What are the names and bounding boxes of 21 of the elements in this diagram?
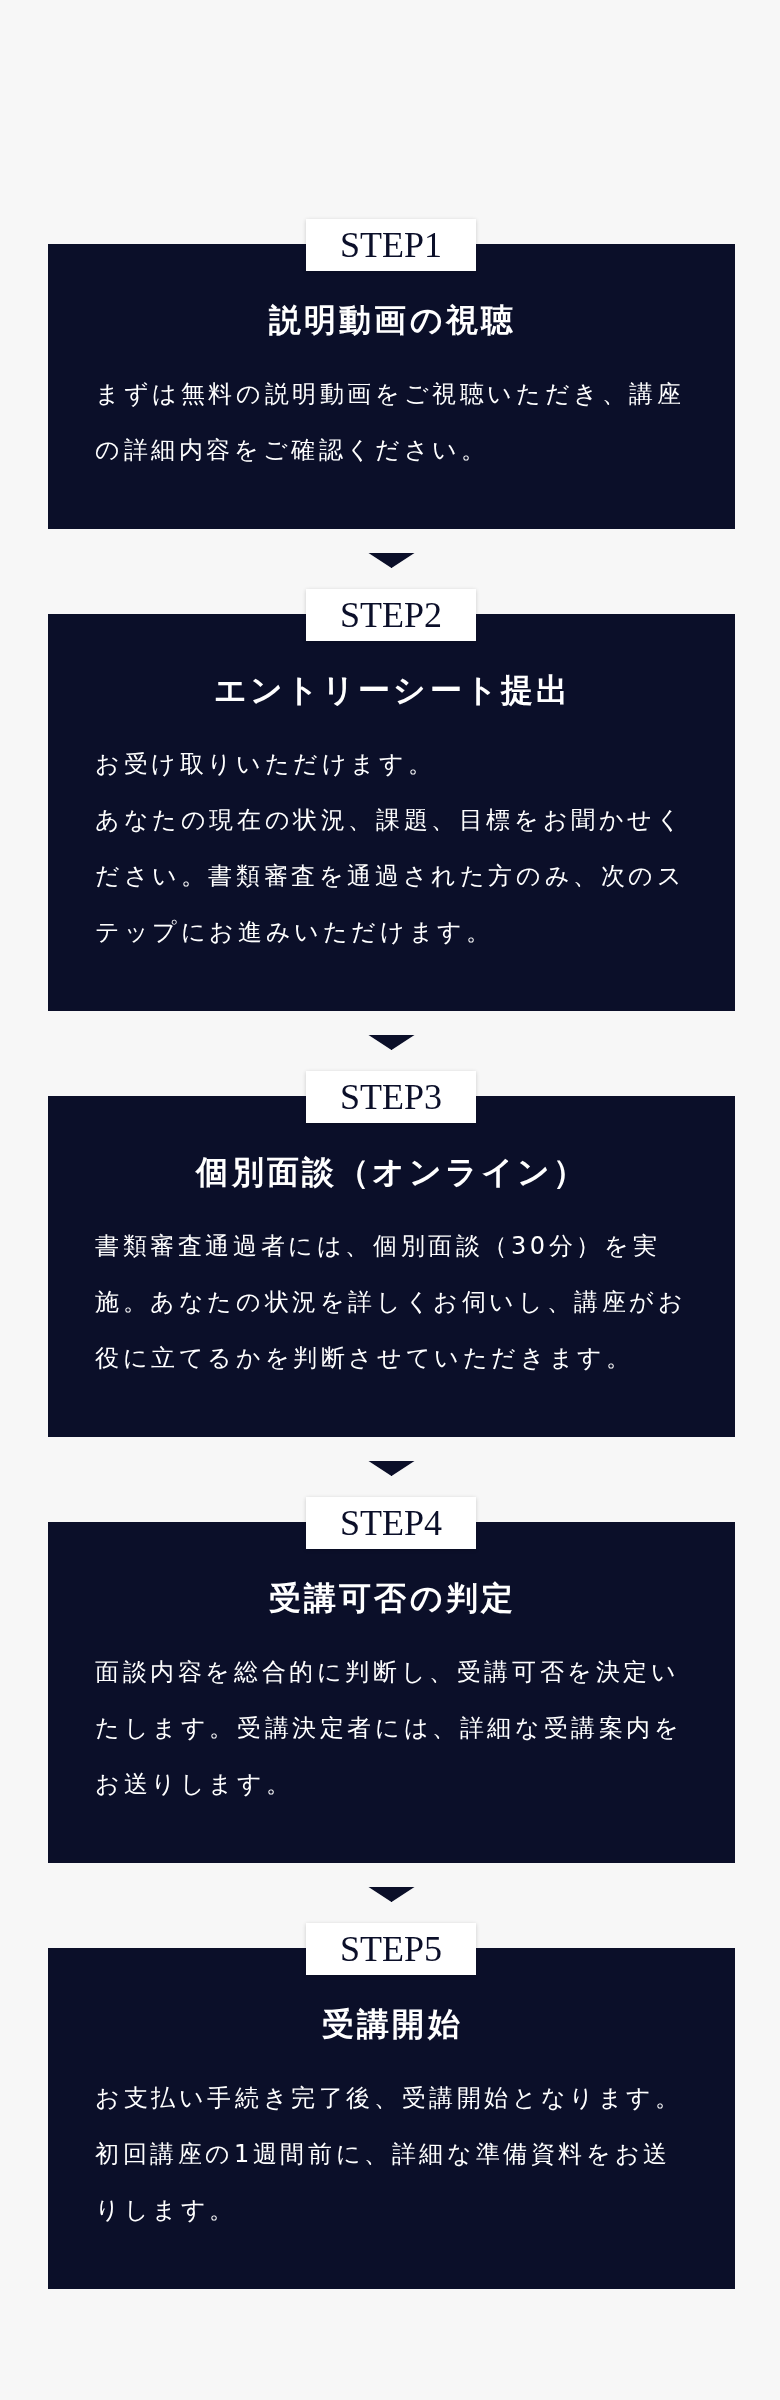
- step-description: 初回講座の1週間前に、詳細な準備資料をお送りします。: [95, 2139, 672, 2226]
- arrow: [368, 1460, 415, 1477]
- step-description: お受け取りいただけます。: [95, 749, 436, 780]
- step-description: 書類審査通過者には、個別面談（30分）を実施。あなたの状況を詳しくお伺いし、講座がお役に立てるかを判断させていただきます。: [95, 1231, 688, 1374]
- step-title: 個別面談（オンライン）: [196, 1152, 589, 1192]
- arrow: [368, 1886, 415, 1903]
- step-description: まずは無料の説明動画をご視聴いただき、講座の詳細内容をご確認ください。: [95, 379, 686, 466]
- step-title: 受講開始: [322, 2004, 463, 2044]
- step-title: 説明動画の視聴: [268, 300, 517, 340]
- arrow: [368, 1034, 415, 1051]
- step-description: 面談内容を総合的に判断し、受講可否を決定いたします。受講決定者には、詳細な受講案内をお送りします。: [95, 1657, 684, 1800]
- step-badge: STEP1: [306, 219, 476, 271]
- arrow: [368, 552, 415, 569]
- step-title: エントリーシート提出: [213, 670, 572, 710]
- step-badge: STEP4: [306, 1497, 476, 1549]
- step-badge: STEP2: [306, 589, 476, 641]
- step-description: お支払い手続き完了後、受講開始となります。: [95, 2083, 683, 2114]
- step-title: 受講可否の判定: [268, 1578, 517, 1618]
- step-badge: STEP3: [306, 1071, 476, 1123]
- step-badge: STEP5: [306, 1923, 476, 1975]
- step-description: あなたの現在の状況、課題、目標をお聞かせください。書類審査を通過された方のみ、次のステップにお進みいただけます。: [95, 805, 687, 948]
